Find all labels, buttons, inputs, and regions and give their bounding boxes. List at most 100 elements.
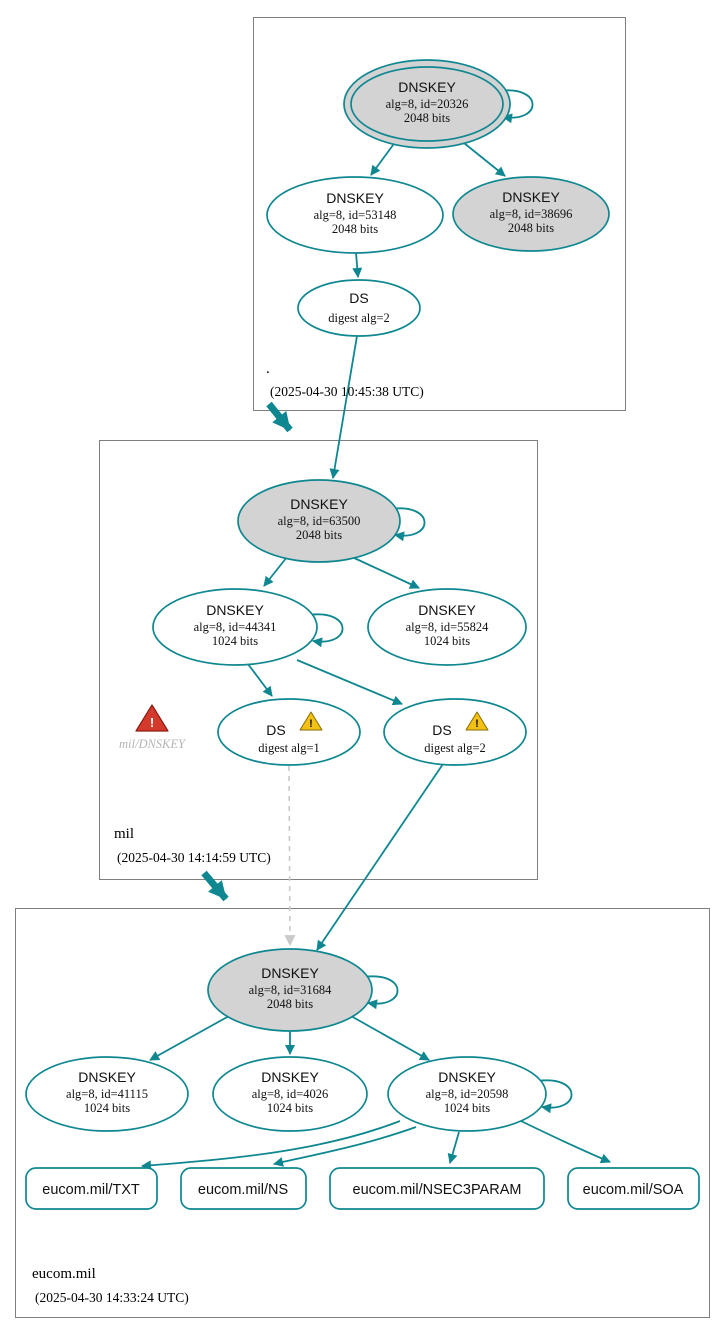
node-title: DNSKEY — [206, 602, 264, 618]
node-detail-digest: digest alg=1 — [258, 741, 320, 755]
mil-ds1-ellipse — [217, 698, 361, 766]
node-title: DNSKEY — [326, 190, 384, 206]
node-detail-bits: 1024 bits — [444, 1101, 490, 1115]
node-detail-bits: 1024 bits — [212, 634, 258, 648]
node-detail-alg: alg=8, id=38696 — [490, 207, 573, 221]
node-detail-alg: alg=8, id=20598 — [426, 1087, 509, 1101]
warning-icon — [465, 711, 489, 731]
root-ds-node: DS digest alg=2 — [297, 279, 421, 337]
root-zsk-ellipse — [266, 176, 444, 254]
node-title: DNSKEY — [502, 189, 560, 205]
mil-ds2-to-eucom-ksk-edge — [316, 763, 444, 951]
root-to-mil-delegation-arrow — [266, 401, 293, 433]
mil-ksk-to-zsk55824-edge — [351, 556, 420, 589]
node-detail-alg: alg=8, id=55824 — [406, 620, 490, 634]
mil-zsk55824-node: DNSKEY alg=8, id=55824 1024 bits — [367, 588, 527, 666]
eucom-zone-label: eucom.mil — [32, 1266, 96, 1282]
root-zone-timestamp: (2025-04-30 10:45:38 UTC) — [270, 384, 424, 399]
error-label: mil/DNSKEY — [119, 737, 187, 751]
eucom-zsk41115-ellipse — [25, 1056, 189, 1132]
error-icon-glyph: ! — [150, 715, 154, 730]
rrset-ns-box — [180, 1167, 307, 1210]
node-detail-alg: alg=8, id=31684 — [249, 983, 333, 997]
node-detail-alg: alg=8, id=44341 — [194, 620, 277, 634]
rrset-txt-box — [25, 1167, 158, 1210]
root-ksk-node: DNSKEY alg=8, id=20326 2048 bits — [343, 59, 511, 149]
rrset-label: eucom.mil/NSEC3PARAM — [353, 1182, 522, 1198]
eucom-zsk20598-to-nsec3param-edge — [447, 1131, 460, 1164]
node-detail-alg: alg=8, id=4026 — [252, 1087, 329, 1101]
mil-zsk44341-to-ds2-edge — [296, 659, 403, 706]
eucom-zsk20598-ellipse — [387, 1056, 547, 1132]
root-key38696-ellipse — [452, 176, 610, 252]
eucom-rrset-nsec3param-node: eucom.mil/NSEC3PARAM — [329, 1167, 545, 1210]
eucom-zsk4026-node: DNSKEY alg=8, id=4026 1024 bits — [212, 1056, 368, 1132]
rrset-nsec3param-box — [329, 1167, 545, 1210]
node-detail-bits: 2048 bits — [267, 997, 313, 1011]
eucom-ksk-node: DNSKEY alg=8, id=31684 2048 bits — [207, 948, 373, 1032]
rrset-label: eucom.mil/NS — [198, 1182, 288, 1198]
root-zsk-node: DNSKEY alg=8, id=53148 2048 bits — [266, 176, 444, 254]
node-title: DS — [432, 722, 451, 738]
mil-ds2-node: DS ! digest alg=2 — [383, 698, 527, 766]
mil-zone-timestamp: (2025-04-30 14:14:59 UTC) — [117, 850, 271, 865]
eucom-zsk20598-to-txt-edge — [141, 1120, 401, 1171]
eucom-zsk41115-node: DNSKEY alg=8, id=41115 1024 bits — [25, 1056, 189, 1132]
node-detail-bits: 1024 bits — [424, 634, 470, 648]
eucom-zsk20598-selfsign-edge — [537, 1079, 573, 1114]
mil-zsk44341-to-ds1-edge — [247, 663, 273, 697]
mil-dnskey-error-indicator: ! mil/DNSKEY — [119, 704, 187, 751]
node-title: DS — [349, 290, 368, 306]
eucom-ksk-selfsign-edge — [363, 975, 399, 1010]
rrset-label: eucom.mil/TXT — [42, 1182, 140, 1198]
root-zsk-to-ds-edge — [352, 252, 363, 278]
eucom-rrset-soa-node: eucom.mil/SOA — [567, 1167, 700, 1210]
node-title: DNSKEY — [418, 602, 476, 618]
rrset-label: eucom.mil/SOA — [583, 1182, 684, 1198]
warning-icon-glyph: ! — [309, 718, 313, 730]
mil-ksk-selfsign-edge — [390, 507, 426, 542]
eucom-zsk20598-to-soa-edge — [520, 1120, 611, 1164]
eucom-zsk20598-to-ns-edge — [273, 1126, 417, 1167]
root-ds-ellipse — [297, 279, 421, 337]
node-detail-alg: alg=8, id=41115 — [66, 1087, 148, 1101]
node-detail-bits: 2048 bits — [404, 111, 450, 125]
warning-icon — [299, 711, 323, 731]
node-title: DNSKEY — [261, 965, 319, 981]
root-ksk-to-zsk-edge — [370, 140, 397, 176]
node-detail-bits: 1024 bits — [84, 1101, 130, 1115]
root-ksk-ellipse — [343, 59, 511, 149]
mil-zsk44341-node: DNSKEY alg=8, id=44341 1024 bits — [152, 588, 318, 666]
root-ds-to-mil-ksk-edge — [329, 335, 358, 479]
eucom-zone-timestamp: (2025-04-30 14:33:24 UTC) — [35, 1290, 189, 1305]
mil-ds1-node: DS ! digest alg=1 — [217, 698, 361, 766]
node-detail-alg: alg=8, id=63500 — [278, 514, 361, 528]
node-title: DS — [266, 722, 285, 738]
eucom-ksk-to-zsk20598-edge — [350, 1015, 430, 1061]
mil-to-eucom-delegation-arrow — [201, 870, 229, 902]
mil-zsk44341-ellipse — [152, 588, 318, 666]
mil-ds2-ellipse — [383, 698, 527, 766]
mil-ksk-to-zsk44341-edge — [263, 556, 288, 587]
node-detail-bits: 2048 bits — [332, 222, 378, 236]
mil-ksk-node: DNSKEY alg=8, id=63500 2048 bits — [237, 479, 401, 563]
node-detail-digest: digest alg=2 — [328, 311, 390, 325]
node-title: DNSKEY — [78, 1069, 136, 1085]
eucom-ksk-ellipse — [207, 948, 373, 1032]
root-ksk-inner-ellipse — [350, 66, 504, 142]
mil-zsk44341-selfsign-edge — [308, 613, 344, 648]
eucom-rrset-txt-node: eucom.mil/TXT — [25, 1167, 158, 1210]
root-zone-label: . — [266, 361, 270, 377]
mil-zsk55824-ellipse — [367, 588, 527, 666]
node-detail-bits: 1024 bits — [267, 1101, 313, 1115]
warning-icon-glyph: ! — [475, 718, 479, 730]
node-detail-bits: 2048 bits — [296, 528, 342, 542]
root-ksk-to-key38696-edge — [458, 138, 506, 177]
root-ksk-selfsign-edge — [498, 89, 534, 124]
error-icon — [135, 704, 169, 732]
node-detail-alg: alg=8, id=20326 — [386, 97, 469, 111]
node-title: DNSKEY — [261, 1069, 319, 1085]
node-title: DNSKEY — [398, 79, 456, 95]
